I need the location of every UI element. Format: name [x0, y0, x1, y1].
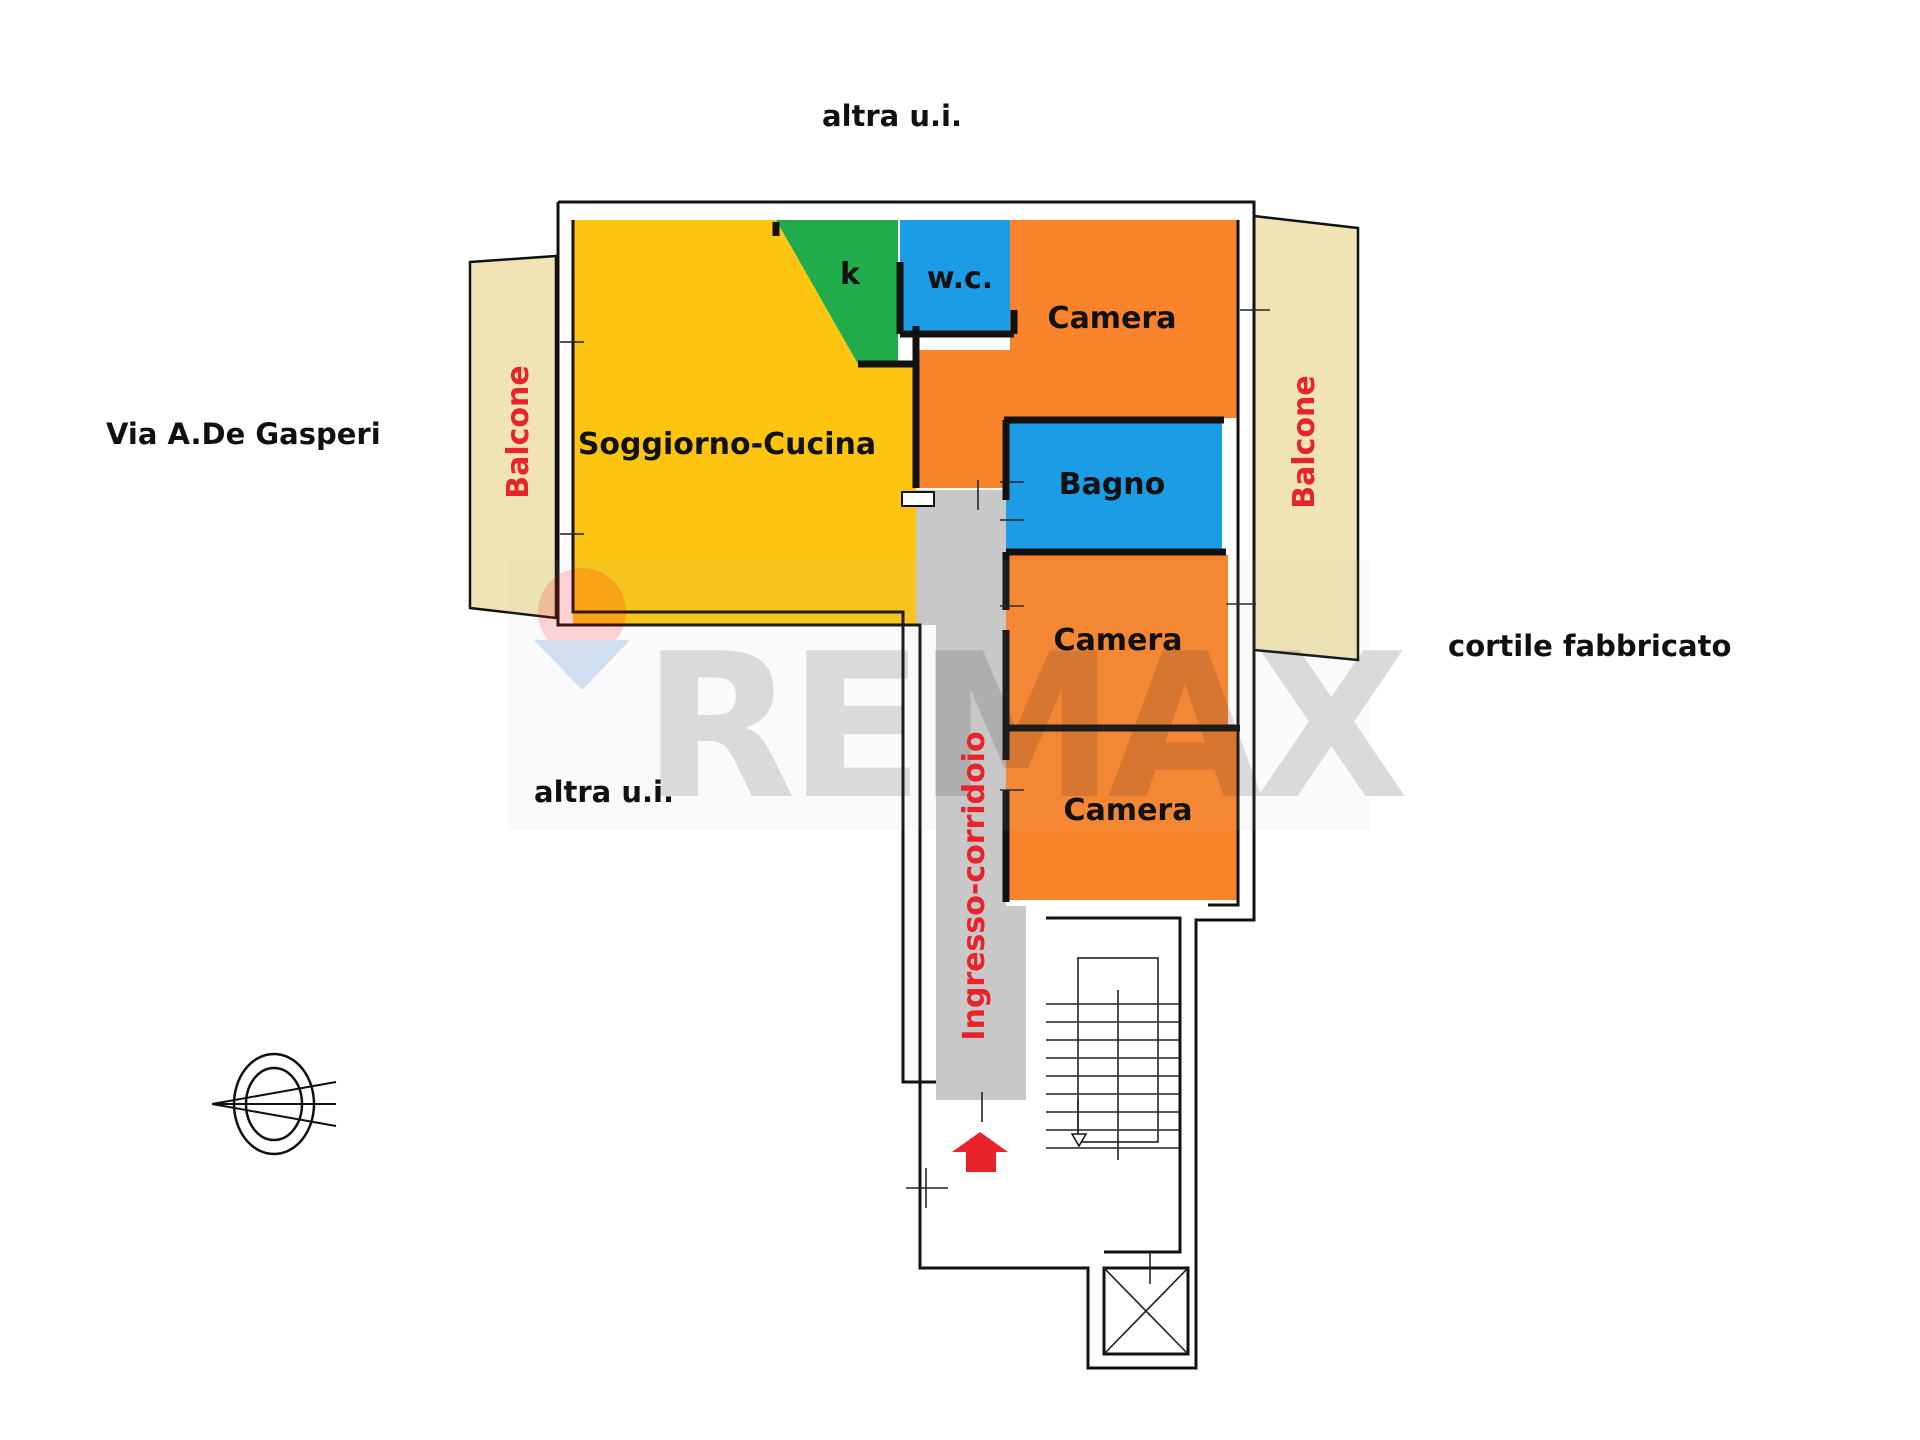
watermark: REMAX: [508, 560, 1413, 844]
label-balcony-left: Balcone: [501, 365, 536, 499]
room-bedroom-1: [916, 220, 1238, 488]
room-bedroom-3: [1006, 730, 1238, 900]
label-bathroom: Bagno: [1059, 467, 1166, 502]
balcony-left: [468, 254, 558, 620]
label-top-neighbor: altra u.i.: [822, 99, 962, 133]
room-hallway: [916, 490, 1026, 1100]
label-bottom-neighbor: altra u.i.: [534, 775, 674, 809]
label-balcony-right: Balcone: [1287, 375, 1322, 509]
entrance-arrow-icon: [952, 1132, 1008, 1172]
stair-arrow-icon: [1070, 1133, 1088, 1148]
room-bathroom: [1006, 422, 1222, 550]
label-bedroom-2: Camera: [1054, 623, 1183, 658]
staircase: [1046, 957, 1180, 1160]
label-bedroom-3: Camera: [1064, 793, 1193, 828]
compass-icon: [211, 1052, 337, 1156]
room-wc: [900, 220, 1010, 332]
watermark-text: REMAX: [642, 611, 1405, 844]
label-hallway: Ingresso-corridoio: [957, 731, 992, 1040]
label-street: Via A.De Gasperi: [106, 417, 381, 451]
label-bedroom-1: Camera: [1048, 301, 1177, 336]
label-kitchenette: k: [840, 257, 861, 292]
room-kitchenette: [776, 220, 898, 364]
room-bedroom-2: [1006, 555, 1228, 728]
label-courtyard: cortile fabbricato: [1448, 629, 1731, 663]
label-living-kitchen: Soggiorno-Cucina: [578, 427, 876, 462]
label-wc: w.c.: [927, 261, 993, 296]
room-living-kitchen: [573, 220, 916, 625]
